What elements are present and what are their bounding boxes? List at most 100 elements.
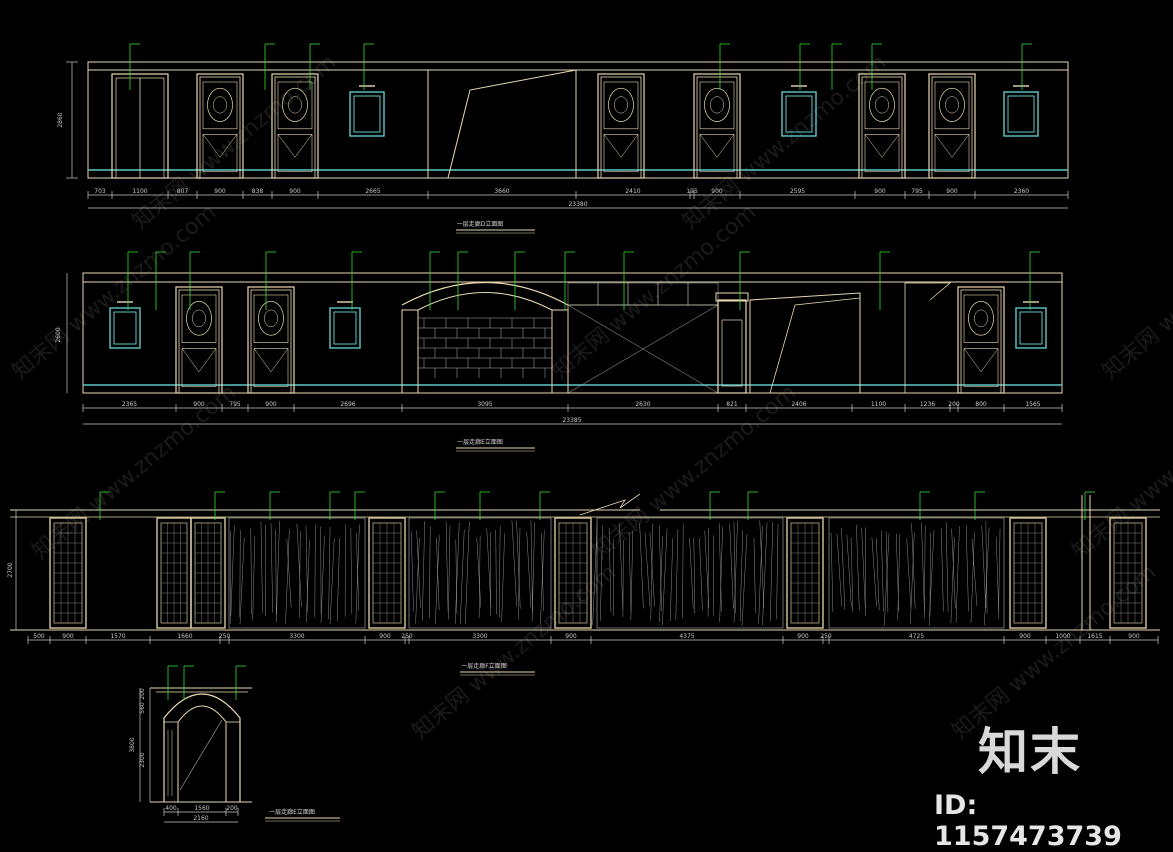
vertical-dimension-label: 2600 (55, 327, 62, 342)
arch-pillar-left (402, 310, 418, 393)
door-oval-ornament (940, 88, 965, 121)
watermark-text: 知末网 www.znzmo.com (408, 560, 621, 745)
stone-vein (847, 535, 852, 607)
door-lower-panel (935, 134, 969, 171)
dimension-label: 500 (33, 633, 45, 640)
panel-outer (1004, 92, 1038, 136)
elevation-1-outline (88, 62, 1068, 178)
door-lower-ornament (700, 134, 734, 157)
stone-vein (996, 537, 998, 611)
door-oval-inner (192, 310, 205, 327)
stone-vein (856, 525, 859, 610)
stone-vein (531, 520, 533, 613)
dimension-label: 900 (193, 401, 205, 408)
lattice-door (1010, 518, 1046, 628)
stone-vein (956, 526, 959, 623)
door-lower-panel (278, 134, 312, 171)
stone-vein (330, 539, 334, 625)
stone-block (568, 283, 598, 305)
stone-vein (924, 526, 925, 618)
stone-vein (941, 528, 943, 612)
stone-vein (321, 535, 324, 622)
image-id-label: ID: 1157473739 (934, 790, 1173, 852)
panel-outer (350, 92, 384, 136)
panel-inner (114, 312, 136, 344)
dimension-label: 2630 (635, 401, 650, 408)
door-lower-ornament (254, 348, 288, 371)
watermark-text: 知末网 www.znzmo.com (588, 380, 801, 565)
stone-vein (465, 522, 469, 624)
stone-vein (429, 526, 430, 618)
stone-vein (315, 525, 316, 617)
stone-vein (759, 526, 763, 624)
stone-vein (982, 525, 986, 607)
panel-inner (1008, 96, 1034, 132)
door-lower-ornament (182, 348, 216, 371)
stone-vein (740, 530, 743, 621)
door-oval-inner (945, 97, 958, 114)
door-lower-panel (254, 348, 288, 386)
dimension-label: 900 (797, 633, 809, 640)
dimension-label: 1100 (871, 401, 886, 408)
stone-vein (872, 537, 877, 607)
dimension-label: 400 (165, 805, 177, 812)
door-leaf (251, 290, 291, 393)
stone-vein (527, 532, 531, 608)
door-leaf (179, 290, 219, 393)
dimension-label: 1560 (194, 805, 209, 812)
dimension-label: 1660 (177, 633, 192, 640)
stone-vein (411, 532, 413, 612)
recess-wall (750, 293, 860, 393)
dimension-label: 900 (62, 633, 74, 640)
stone-vein (629, 532, 631, 612)
stone-vein (898, 534, 900, 620)
dimension-label: 900 (565, 633, 577, 640)
dimension-label: 2595 (790, 188, 805, 195)
door-lower-panel (964, 348, 998, 386)
stone-vein (676, 529, 678, 620)
brand-logo: 知末 (978, 712, 1082, 784)
stone-vein (966, 525, 968, 611)
stone-vein (986, 521, 987, 614)
angled-feature (770, 298, 860, 393)
dimension-label: 250 (219, 633, 231, 640)
stone-vein (640, 523, 644, 608)
arch-pillar-right (226, 722, 240, 802)
stone-vein (881, 531, 883, 612)
door-lower-ornament (865, 134, 899, 157)
lattice-door (369, 518, 405, 628)
angled-feature (905, 283, 950, 393)
ornate-door (598, 74, 644, 178)
total-dimension-label: 23380 (568, 201, 587, 208)
stone-vein (754, 538, 756, 613)
stone-vein (455, 523, 459, 624)
dimension-label: 1565 (1025, 401, 1040, 408)
dimension-label: 807 (177, 188, 189, 195)
elevation-1-title: 一层走廊D立面图 (457, 220, 504, 228)
stone-vein (929, 530, 934, 626)
vertical-dimension-label: 2860 (57, 112, 64, 127)
door-leaf (961, 290, 1001, 393)
stone-vein (742, 534, 747, 626)
stone-vein (912, 523, 916, 609)
dimension-label: 900 (946, 188, 958, 195)
sightline (180, 720, 222, 790)
door-frame (598, 74, 644, 178)
stone-vein (730, 524, 734, 609)
stone-texture-wall (829, 518, 1004, 628)
dimension-label: 4375 (679, 633, 694, 640)
dimension-label: 1236 (920, 401, 935, 408)
wall-picture-panel (330, 302, 360, 348)
vertical-dimension-label: 2300 (139, 752, 146, 767)
door-oval-ornament (609, 88, 634, 121)
stone-vein (286, 529, 290, 624)
stone-vein (502, 533, 505, 621)
door-oval-inner (710, 97, 723, 114)
door-oval-ornament (208, 88, 233, 121)
ornate-door (248, 287, 294, 393)
stone-vein (682, 524, 683, 617)
wall-picture-panel (1004, 86, 1038, 136)
dimension-label: 821 (726, 401, 738, 408)
door-lower-ornament (964, 348, 998, 371)
lattice-door (157, 518, 191, 628)
